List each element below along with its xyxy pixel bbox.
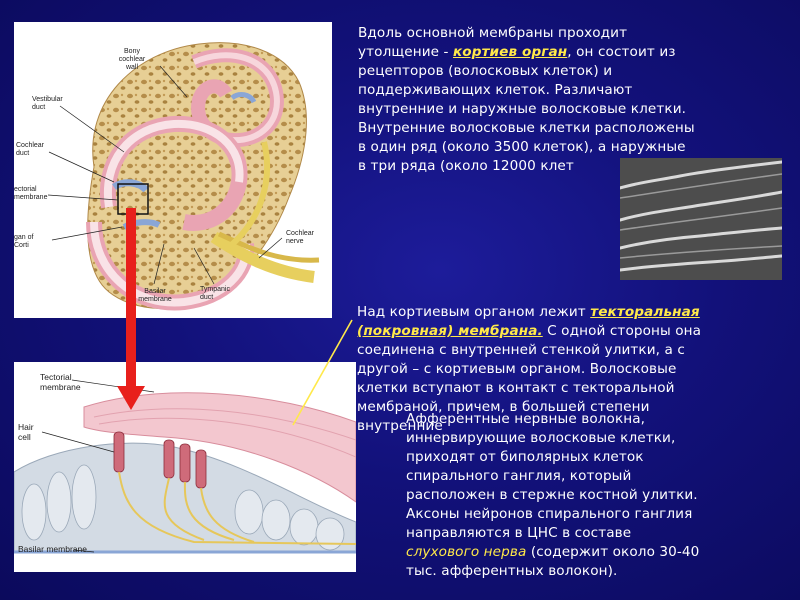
organ-of-corti-illustration [14,362,356,572]
text-segment: С одной стороны она [543,323,701,339]
label-tectorial-membrane: ectorial membrane [14,186,50,202]
label-tympanic-duct: Tympanic duct [200,286,240,302]
cochlea-diagram: Bony cochlear wall Vestibular duct Cochl… [14,22,332,318]
text-line: Вдоль основной мембраны проходит [358,24,788,43]
text-line: направляются в ЦНС в составе [406,524,786,543]
text-segment: утолщение - [358,44,453,60]
cochlea-illustration [14,22,332,318]
label-cochlear-duct: Cochlear duct [16,142,50,158]
text-line: другой – с кортиевым органом. Волосковые [357,360,777,379]
label-basilar-membrane-detail: Basilar membrane [18,544,98,554]
label-basilar-membrane: Basilar membrane [130,288,180,304]
text-line: утолщение - кортиев орган, он состоит из [358,43,788,62]
text-line: (покровная) мембрана. С одной стороны он… [357,322,777,341]
text-segment: , он состоит из [567,44,675,60]
text-line: соединена с внутренней стенкой улитки, а… [357,341,777,360]
text-line: клетки вступают в контакт с текторальной [357,379,777,398]
text-line: тыс. афферентных волокон). [406,562,786,581]
label-organ-of-corti: gan of Corti [14,234,50,250]
text-line: внутренние и наружные волосковые клетки. [358,100,788,119]
text-line: в один ряд (около 3500 клеток), а наружн… [358,138,788,157]
electron-micrograph [620,158,782,280]
text-line: Внутренние волосковые клетки расположены [358,119,788,138]
organ-of-corti-diagram: Tectorial membrane Hair cell Basilar mem… [14,362,356,572]
label-cochlear-nerve: Cochlear nerve [286,230,326,246]
text-line: рецепторов (волосковых клеток) и [358,62,788,81]
text-segment: (содержит около 30-40 [526,544,699,560]
text-line: Над кортиевым органом лежит текторальная [357,303,777,322]
label-bony-wall: Bony cochlear wall [112,48,152,72]
keyword-tectorial: текторальная [590,304,700,320]
text-line: иннервирующие волосковые клетки, [406,429,786,448]
keyword-corti-organ: кортиев орган [453,44,567,60]
keyword-covering-membrane: (покровная) мембрана. [357,323,543,339]
label-tectorial-membrane-detail: Tectorial membrane [40,372,90,392]
text-line: Афферентные нервные волокна, [406,410,786,429]
text-block-corti-organ: Вдоль основной мембраны проходит утолщен… [358,24,788,176]
text-line: спирального ганглия, который [406,467,786,486]
text-line: приходят от биполярных клеток [406,448,786,467]
keyword-auditory-nerve: слухового нерва [406,544,526,560]
text-segment: Над кортиевым органом лежит [357,304,590,320]
text-line: поддерживающих клеток. Различают [358,81,788,100]
stereocilia-micrograph-image [620,158,782,280]
label-hair-cell: Hair cell [18,422,48,442]
text-line: слухового нерва (содержит около 30-40 [406,543,786,562]
text-line: в три ряда (около 12000 клет [358,157,788,176]
text-line: расположен в стержне костной улитки. [406,486,786,505]
text-block-afferent-fibers: Афферентные нервные волокна, иннервирующ… [406,410,786,581]
label-vestibular-duct: Vestibular duct [32,96,64,112]
text-line: Аксоны нейронов спирального ганглия [406,505,786,524]
